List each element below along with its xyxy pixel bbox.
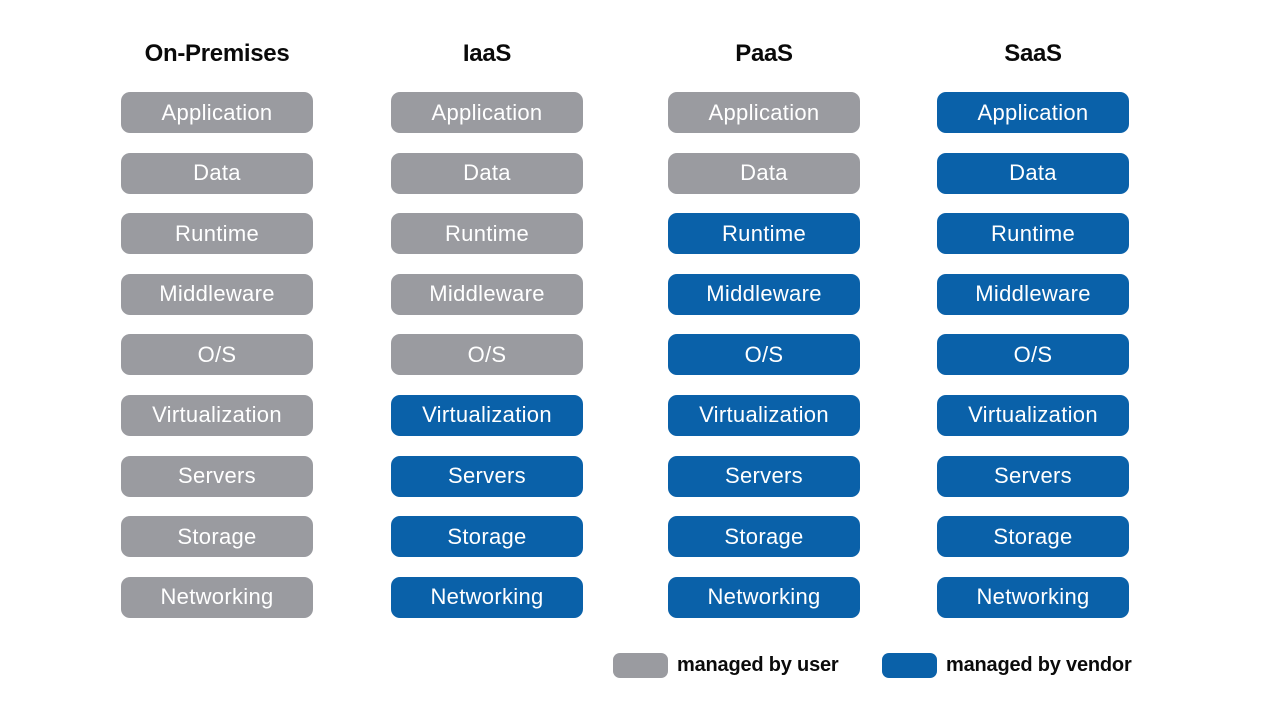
- layer-box-servers: Servers: [668, 455, 860, 497]
- layer-box-networking: Networking: [121, 576, 313, 618]
- layer-box-data: Data: [121, 152, 313, 194]
- layer-box-runtime: Runtime: [121, 213, 313, 255]
- legend-label-vendor: managed by vendor: [946, 653, 1132, 676]
- layer-box-networking: Networking: [391, 576, 583, 618]
- layer-box-virtualization: Virtualization: [937, 394, 1129, 436]
- layer-box-middleware: Middleware: [391, 273, 583, 315]
- layer-box-data: Data: [668, 152, 860, 194]
- layer-box-data: Data: [391, 152, 583, 194]
- layer-box-servers: Servers: [391, 455, 583, 497]
- layer-box-networking: Networking: [937, 576, 1129, 618]
- layer-box-runtime: Runtime: [391, 213, 583, 255]
- layer-box-middleware: Middleware: [121, 273, 313, 315]
- legend-label-user: managed by user: [677, 653, 839, 676]
- column-title-iaas: IaaS: [462, 40, 512, 67]
- layer-box-o-s: O/S: [937, 334, 1129, 376]
- column-title-saas: SaaS: [1004, 40, 1062, 67]
- layer-box-application: Application: [937, 92, 1129, 133]
- layer-box-networking: Networking: [668, 576, 860, 618]
- legend-swatch-user-icon: [613, 652, 668, 678]
- column-title-on-premises: On-Premises: [144, 40, 290, 67]
- layer-box-servers: Servers: [121, 455, 313, 497]
- legend-swatch-vendor-icon: [882, 652, 937, 678]
- layer-box-runtime: Runtime: [937, 213, 1129, 255]
- column-title-paas: PaaS: [735, 40, 793, 67]
- layer-box-servers: Servers: [937, 455, 1129, 497]
- layer-box-storage: Storage: [668, 516, 860, 558]
- layer-box-virtualization: Virtualization: [121, 394, 313, 436]
- layer-box-runtime: Runtime: [668, 213, 860, 255]
- layer-box-application: Application: [121, 92, 313, 133]
- layer-box-middleware: Middleware: [668, 273, 860, 315]
- layer-box-data: Data: [937, 152, 1129, 194]
- layer-box-o-s: O/S: [391, 334, 583, 376]
- layer-box-o-s: O/S: [668, 334, 860, 376]
- layer-box-middleware: Middleware: [937, 273, 1129, 315]
- layer-box-storage: Storage: [121, 516, 313, 558]
- legend-item-user: managed by user: [613, 652, 839, 678]
- layer-box-storage: Storage: [391, 516, 583, 558]
- legend-item-vendor: managed by vendor: [882, 652, 1132, 678]
- layer-box-o-s: O/S: [121, 334, 313, 376]
- layer-box-application: Application: [391, 92, 583, 133]
- layer-box-application: Application: [668, 92, 860, 133]
- layer-box-storage: Storage: [937, 516, 1129, 558]
- layer-box-virtualization: Virtualization: [668, 394, 860, 436]
- layer-box-virtualization: Virtualization: [391, 394, 583, 436]
